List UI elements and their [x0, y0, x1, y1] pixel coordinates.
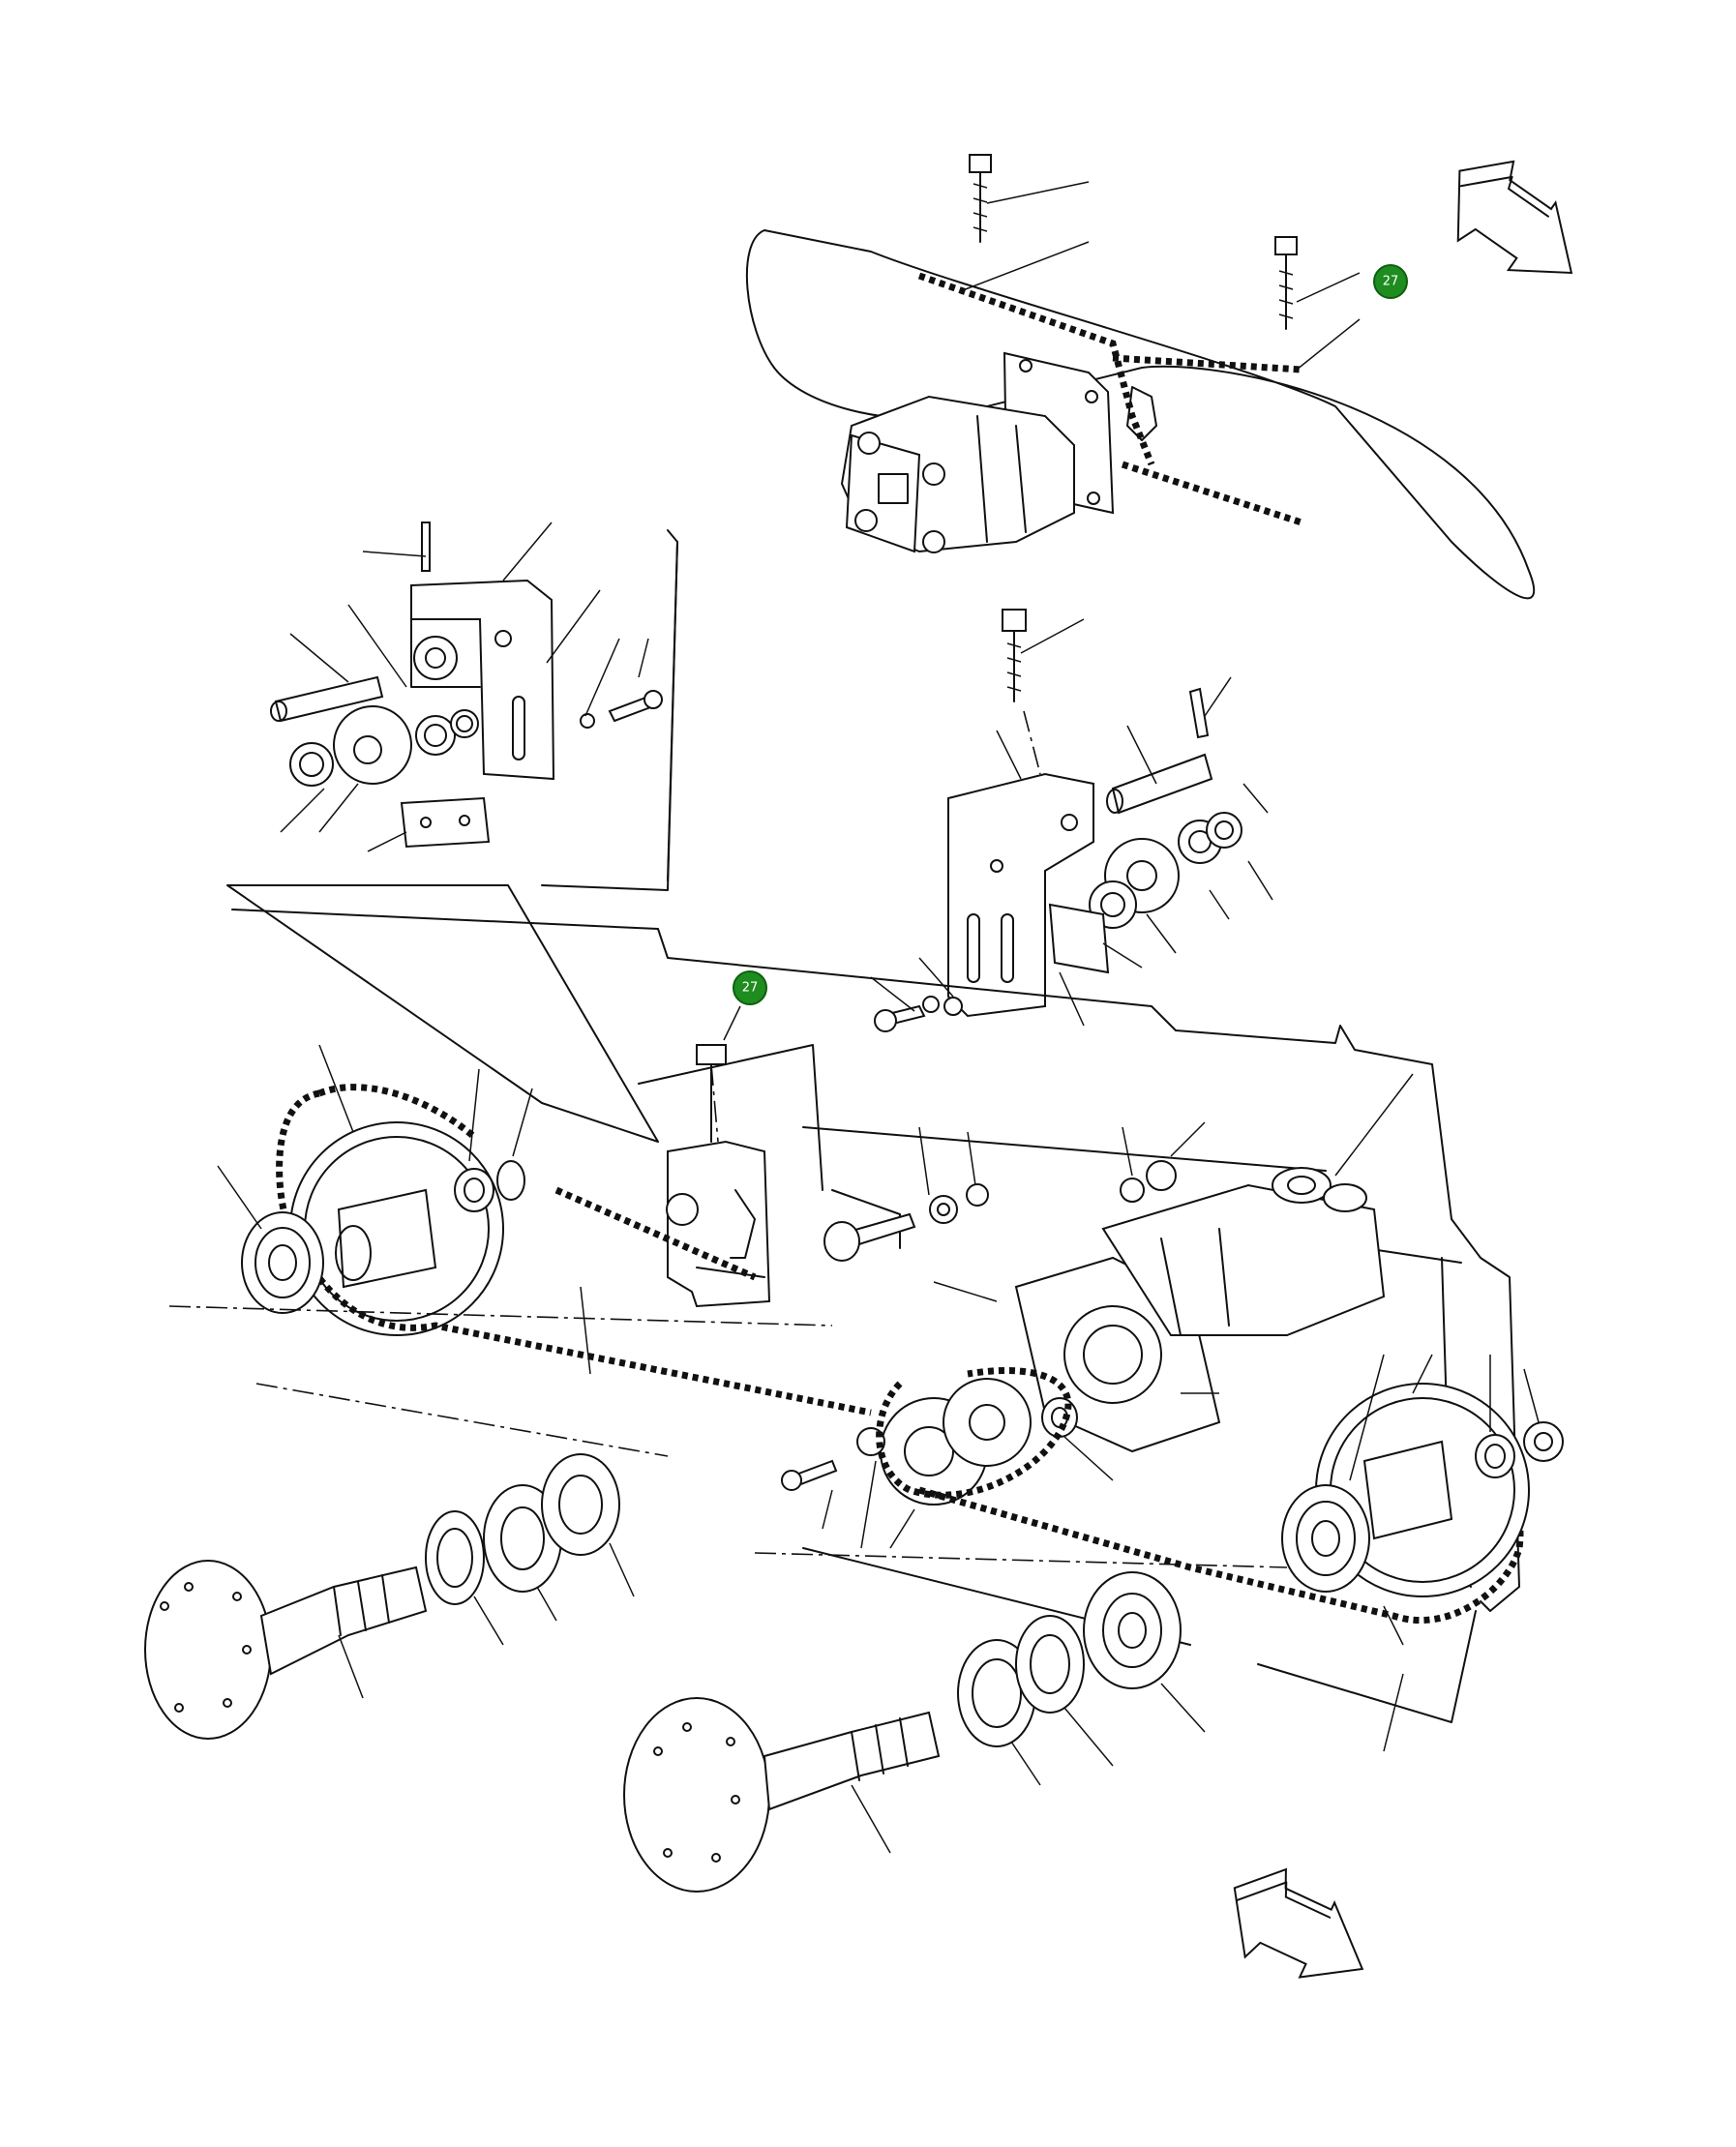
bearing-left: [241, 1211, 324, 1314]
callout-label: 27: [742, 981, 759, 996]
callout-badge: 27: [1373, 264, 1408, 299]
pin: [421, 522, 431, 572]
bolt-center: [696, 1044, 727, 1143]
bolt-top-2: [1274, 236, 1298, 330]
direction-arrow-icon: [1233, 1867, 1364, 1979]
sprocket-center: [880, 1378, 1032, 1506]
lower-main-assembly: 27: [168, 970, 1564, 1752]
right-axle-shaft: [623, 1571, 1206, 1893]
direction-arrow-icon: [1456, 160, 1573, 275]
right-bracket-assembly: [870, 609, 1273, 1032]
large-sprocket-left: [289, 1121, 504, 1336]
callout-label: 27: [1383, 275, 1399, 289]
top-motor-assembly: [745, 154, 1536, 600]
callout-circle: [1373, 264, 1408, 299]
bolt-top-1: [969, 154, 992, 243]
left-axle-shaft: [144, 1453, 635, 1740]
callout-badge: 27: [733, 970, 767, 1005]
bearing-right: [1281, 1484, 1370, 1593]
detail-bracket-assembly: [226, 522, 678, 1143]
callout-circle: [733, 970, 767, 1005]
small-sprocket: [333, 705, 412, 785]
bolt-mid: [1002, 609, 1027, 702]
